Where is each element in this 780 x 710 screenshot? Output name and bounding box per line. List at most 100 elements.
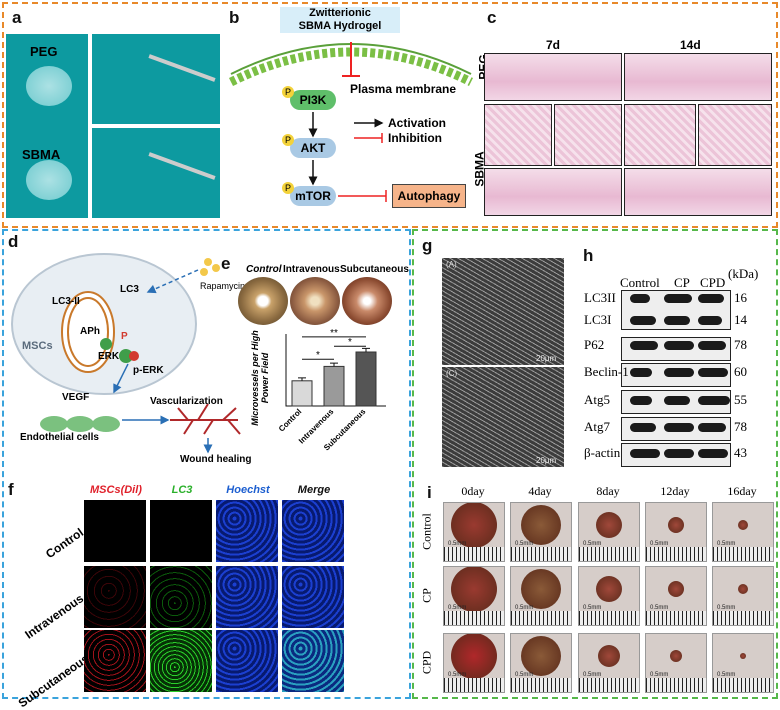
panel-h-kda: 55 — [734, 392, 747, 407]
panel-d-mscs: MSCs — [22, 340, 53, 352]
panel-d-vasc: Vascularization — [150, 396, 223, 407]
panel-d-endo: Endothelial cells — [20, 432, 99, 443]
panel-c-peg-7d-zoom2 — [554, 104, 622, 166]
panel-b-autophagy: Autophagy — [392, 184, 466, 208]
panel-g-tag-bottom: (C) — [446, 369, 458, 378]
panel-h-row-label: β-actin — [584, 445, 621, 460]
panel-i-ruler — [511, 611, 571, 625]
panel-i-ruler — [579, 547, 639, 561]
panel-i-wound-photo: 0.5mm — [645, 502, 707, 562]
panel-label-c: c — [487, 8, 497, 27]
panel-b-pi3k: PI3K — [290, 90, 336, 110]
panel-h-band — [664, 341, 694, 350]
panel-b-activation: Activation — [388, 116, 447, 130]
panel-f-image — [282, 566, 344, 628]
panel-i-scale: 0.5mm — [583, 541, 602, 547]
panel-f-col-header: Hoechst — [226, 484, 270, 496]
panel-b-membrane — [228, 42, 474, 87]
panel-c-col-7d: 7d — [546, 38, 561, 52]
panel-label-e: e — [221, 254, 231, 273]
panel-a-label-peg: PEG — [30, 44, 58, 59]
panel-f-image — [150, 566, 212, 628]
frame-bottom-right — [412, 229, 778, 699]
panel-h-band — [698, 294, 724, 303]
panel-i-wound-photo: 0.5mm — [712, 633, 774, 693]
panel-d-wound: Wound healing — [180, 454, 252, 465]
panel-i-ruler — [444, 678, 504, 692]
panel-i-ruler — [511, 678, 571, 692]
panel-e-col-subcutaneous: Subcutaneous — [340, 264, 409, 275]
panel-h-band — [698, 423, 726, 432]
panel-d-diagram — [11, 253, 241, 454]
panel-e-tick-label: Control — [277, 407, 303, 433]
panel-i-lesion — [740, 653, 746, 659]
frame-top — [2, 2, 778, 228]
panel-g-sem-bottom — [442, 367, 564, 467]
panel-i-scale: 0.5mm — [515, 672, 534, 678]
panel-h-band — [630, 423, 656, 432]
panel-g-tag-top: (A) — [446, 260, 457, 269]
panel-e-col-control: Control — [246, 264, 282, 275]
panel-h-band — [630, 294, 650, 303]
panel-e-error-bar — [330, 362, 338, 367]
panel-d-erk: ERK — [98, 351, 120, 362]
panel-i-lesion — [521, 569, 561, 609]
panel-a-photo-discs — [6, 34, 88, 218]
panel-h-kda: 78 — [734, 337, 747, 352]
panel-e-sig-mark: * — [348, 337, 352, 348]
panel-f-image — [84, 630, 146, 692]
panel-h-lane-header: CPD — [700, 275, 726, 290]
panel-h-row-label: Atg7 — [584, 419, 610, 434]
panel-i-lesion — [668, 517, 684, 533]
panel-h-band — [664, 396, 690, 405]
panel-c-col-14d: 14d — [680, 38, 701, 52]
panel-f-image — [216, 500, 278, 562]
panel-i-wound-photo: 0.5mm — [443, 566, 505, 626]
panel-h-band — [698, 341, 726, 350]
panel-i-ruler — [646, 547, 706, 561]
panel-c-peg-7d-zoom1 — [484, 104, 552, 166]
panel-i-lesion — [738, 584, 748, 594]
panel-b-arrows — [308, 112, 387, 202]
panel-g-scale-top: 20μm — [536, 354, 557, 363]
panel-i-ruler — [579, 678, 639, 692]
panel-f-image — [282, 630, 344, 692]
panel-i-wound-photo: 0.5mm — [510, 633, 572, 693]
panel-d-p: P — [121, 331, 128, 342]
panel-i-scale: 0.5mm — [583, 605, 602, 611]
panel-b-akt: AKT — [290, 138, 336, 158]
panel-i-scale: 0.5mm — [583, 672, 602, 678]
panel-f-image — [150, 500, 212, 562]
panel-c-peg-14d-zoom2 — [698, 104, 772, 166]
panel-e-error-bar — [298, 377, 306, 381]
panel-d-vegf: VEGF — [62, 392, 90, 403]
panel-label-b: b — [229, 8, 240, 27]
panel-i-scale: 0.5mm — [515, 541, 534, 547]
panel-i-ruler — [444, 547, 504, 561]
panel-i-ruler — [444, 611, 504, 625]
panel-e-sig-mark: * — [316, 350, 320, 361]
panel-c-peg-14d — [624, 53, 772, 101]
panel-a-photo-peg-tweezer — [92, 34, 220, 124]
panel-b-p-akt: P — [282, 134, 294, 146]
panel-a-photo-sbma-tweezer — [92, 128, 220, 218]
panel-i-wound-photo: 0.5mm — [510, 502, 572, 562]
panel-h-unit: (kDa) — [728, 266, 759, 281]
panel-f-image — [84, 500, 146, 562]
panel-h-band — [664, 368, 694, 377]
panel-i-wound-photo: 0.5mm — [645, 633, 707, 693]
panel-b-mtor: mTOR — [290, 186, 336, 206]
panel-e-ylabel: Microvessels per High Power Field — [250, 330, 270, 426]
panel-i-wound-photo: 0.5mm — [578, 566, 640, 626]
panel-label-i: i — [427, 483, 432, 502]
panel-i-ruler — [646, 611, 706, 625]
panel-c-peg-7d — [484, 53, 622, 101]
panel-i-wound-photo: 0.5mm — [578, 633, 640, 693]
panel-i-ruler — [646, 678, 706, 692]
frame-bottom-left — [2, 229, 411, 699]
panel-i-group-label: Control — [419, 513, 434, 550]
panel-e-col-intravenous: Intravenous — [283, 264, 340, 275]
panel-g-scale-bottom: 20μm — [536, 456, 557, 465]
panel-i-wound-photo: 0.5mm — [443, 633, 505, 693]
